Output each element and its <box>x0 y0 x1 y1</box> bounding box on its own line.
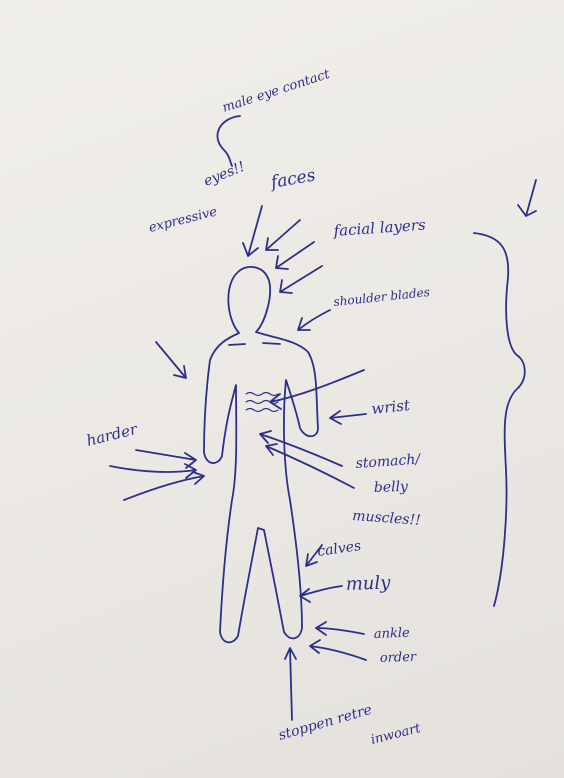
note-shoulder-blades: shoulder blades <box>333 285 431 309</box>
arrow-head-2 <box>266 220 300 250</box>
note-muscles: muscles!! <box>352 508 421 529</box>
note-ankle: ankle <box>374 626 411 642</box>
arrow-wrist <box>330 411 366 424</box>
arrow-ankle-2 <box>310 640 366 660</box>
note-muly: muly <box>345 572 391 595</box>
note-stomach: stomach/ <box>355 451 422 472</box>
note-male-eye-contact-1: male eye contact <box>221 67 333 116</box>
arrow-eye-contact-curve <box>217 116 240 166</box>
arrow-muly <box>300 586 342 602</box>
note-faces: faces <box>267 165 317 193</box>
note-expressive: expressive <box>147 204 219 236</box>
arrow-harder-3 <box>124 472 204 500</box>
stomach-squiggle-1 <box>246 393 278 396</box>
arrow-harder-2 <box>110 464 196 478</box>
note-belly: belly <box>374 479 410 496</box>
note-calves: calves <box>316 538 362 560</box>
note-wrist: wrist <box>371 396 412 418</box>
arrow-head-3 <box>276 242 314 269</box>
note-inwoart: inwoart <box>369 721 423 748</box>
note-facial-layers: facial layers <box>332 216 426 240</box>
arrow-ankle-1 <box>316 622 364 635</box>
curly-brace <box>474 233 525 606</box>
note-order: order <box>380 650 418 666</box>
shoulder-mark-left <box>229 344 245 345</box>
arrow-head-1 <box>243 206 262 256</box>
arrow-head-4 <box>280 266 322 293</box>
arrow-feet-up <box>285 648 296 720</box>
stomach-squiggle-3 <box>246 409 278 412</box>
arrow-left-arm <box>156 342 186 378</box>
note-harder: harder <box>85 420 140 450</box>
note-eyes: eyes!! <box>202 159 248 190</box>
shoulder-mark-right <box>263 343 280 344</box>
arrow-shoulder-blades <box>298 310 330 330</box>
arrow-top-right <box>518 180 536 216</box>
